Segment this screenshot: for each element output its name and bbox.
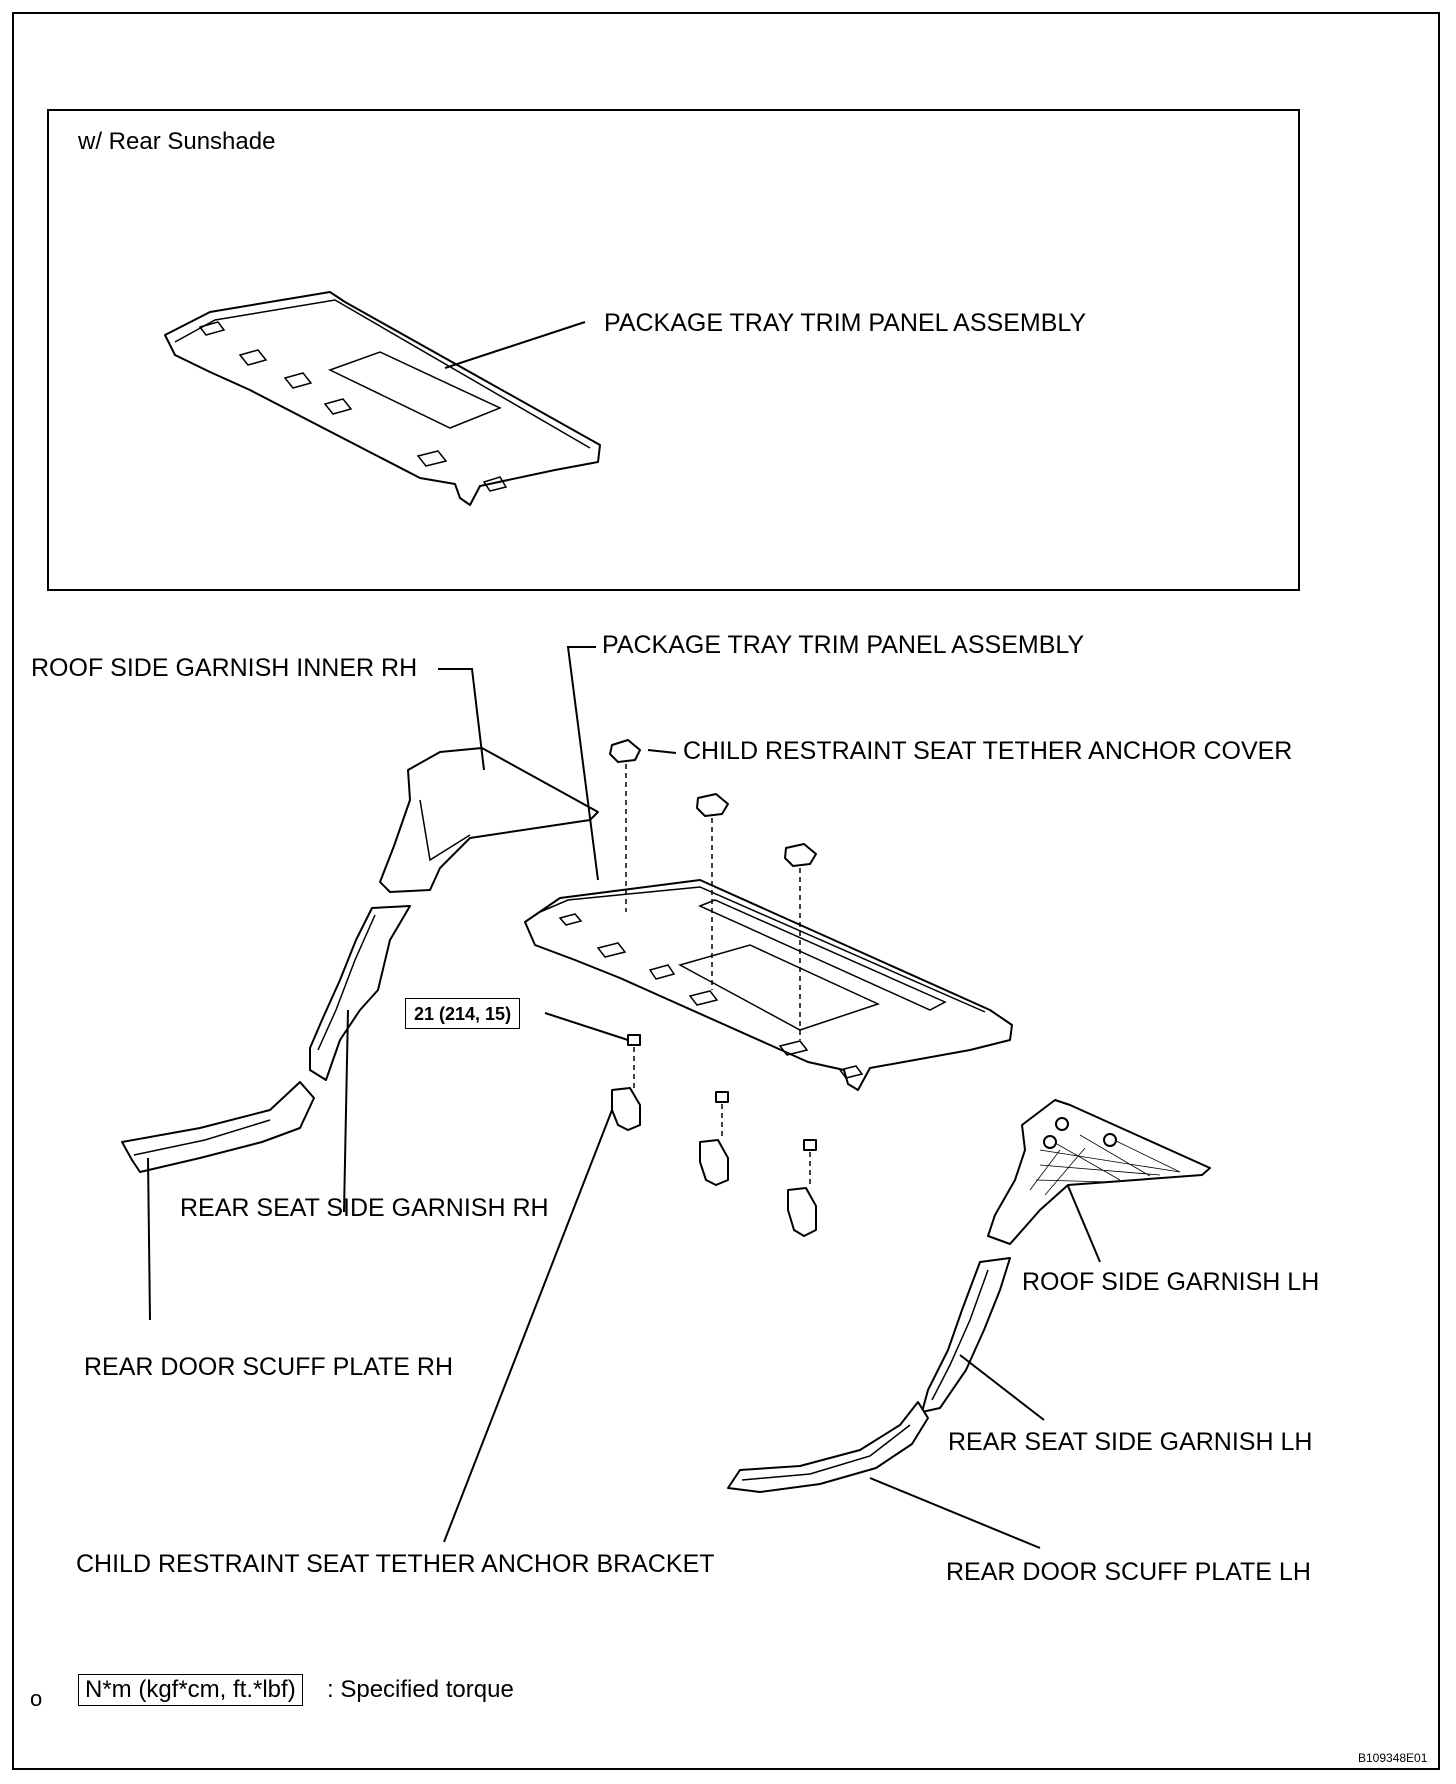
page-border (12, 12, 1440, 1770)
tether-bracket-label: CHILD RESTRAINT SEAT TETHER ANCHOR BRACK… (76, 1550, 715, 1578)
rear-door-scuff-plate-lh-label: REAR DOOR SCUFF PLATE LH (946, 1558, 1311, 1586)
rear-seat-side-garnish-lh-label: REAR SEAT SIDE GARNISH LH (948, 1428, 1313, 1456)
rear-seat-side-garnish-rh-label: REAR SEAT SIDE GARNISH RH (180, 1194, 549, 1222)
tether-anchor-covers (609, 739, 817, 1040)
leader-lines (147, 646, 1101, 1549)
roof-side-garnish-inner-rh-drawing (379, 747, 599, 893)
roof-side-garnish-lh-label: ROOF SIDE GARNISH LH (1022, 1268, 1320, 1296)
legend-marker: o (30, 1686, 43, 1711)
figure-code: B109348E01 (1358, 1751, 1428, 1765)
tether-anchor-brackets (611, 1034, 817, 1237)
rear-seat-side-garnish-rh-drawing (309, 905, 411, 1081)
tether-cover-label: CHILD RESTRAINT SEAT TETHER ANCHOR COVER (683, 737, 1293, 765)
legend-unit-box: N*m (kgf*cm, ft.*lbf) (78, 1674, 303, 1706)
legend-text: : Specified torque (327, 1676, 514, 1703)
inset-leader-line (444, 321, 586, 369)
rear-door-scuff-plate-rh-label: REAR DOOR SCUFF PLATE RH (84, 1353, 454, 1381)
package-tray-drawing (524, 879, 1013, 1091)
inset-package-tray-drawing (164, 291, 601, 506)
torque-spec-box: 21 (214, 15) (405, 998, 521, 1029)
package-tray-label: PACKAGE TRAY TRIM PANEL ASSEMBLY (602, 631, 1085, 659)
rear-door-scuff-plate-rh-drawing (121, 1081, 315, 1173)
roof-side-garnish-lh-drawing (987, 1099, 1211, 1245)
roof-side-garnish-inner-rh-label: ROOF SIDE GARNISH INNER RH (31, 654, 418, 682)
rear-door-scuff-plate-lh-drawing (727, 1401, 929, 1493)
sunshade-inset-box (47, 109, 1300, 591)
inset-package-tray-label: PACKAGE TRAY TRIM PANEL ASSEMBLY (604, 309, 1087, 337)
rear-seat-side-garnish-lh-drawing (921, 1257, 1011, 1413)
inset-title: w/ Rear Sunshade (78, 128, 276, 155)
